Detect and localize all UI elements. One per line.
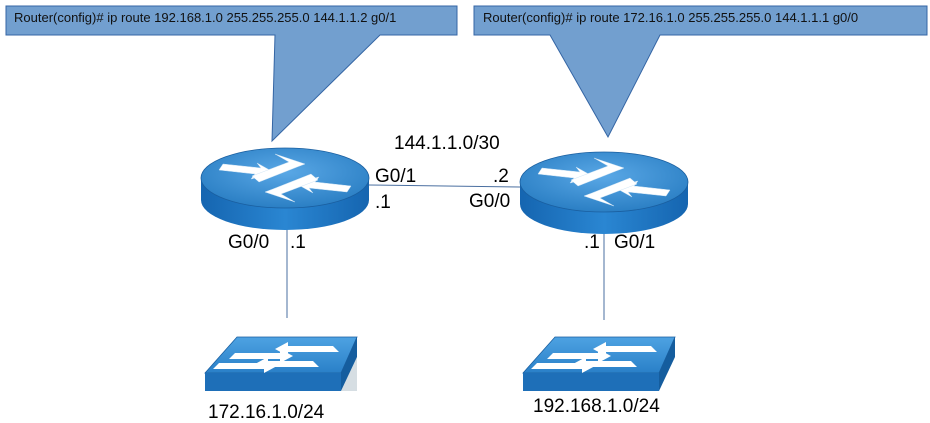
left-callout-text: Router(config)# ip route 192.168.1.0 255… <box>14 10 397 25</box>
router-right-lan-host: .1 <box>584 232 600 253</box>
wan-network-label: 144.1.1.0/30 <box>394 133 500 154</box>
router-right-icon <box>519 151 689 234</box>
router-left-lan-interface: G0/0 <box>228 232 270 253</box>
router-left-icon <box>200 147 370 230</box>
wan-link <box>367 184 521 188</box>
router-left-wan-interface: G0/1 <box>375 166 417 187</box>
switch-right-icon <box>522 336 676 391</box>
left-config-callout <box>5 5 458 143</box>
router-right-wan-interface: G0/0 <box>469 191 511 212</box>
right-config-callout <box>473 5 928 139</box>
right-callout-text: Router(config)# ip route 172.16.1.0 255.… <box>483 10 859 25</box>
switch-left-icon <box>204 336 358 391</box>
router-left-lan-host: .1 <box>290 232 306 253</box>
right-lan-network-label: 192.168.1.0/24 <box>533 396 660 417</box>
router-right-wan-host: .2 <box>493 166 509 187</box>
router-left-wan-host: .1 <box>375 192 391 213</box>
left-lan-network-label: 172.16.1.0/24 <box>208 402 325 423</box>
router-right-lan-interface: G0/1 <box>614 232 656 253</box>
